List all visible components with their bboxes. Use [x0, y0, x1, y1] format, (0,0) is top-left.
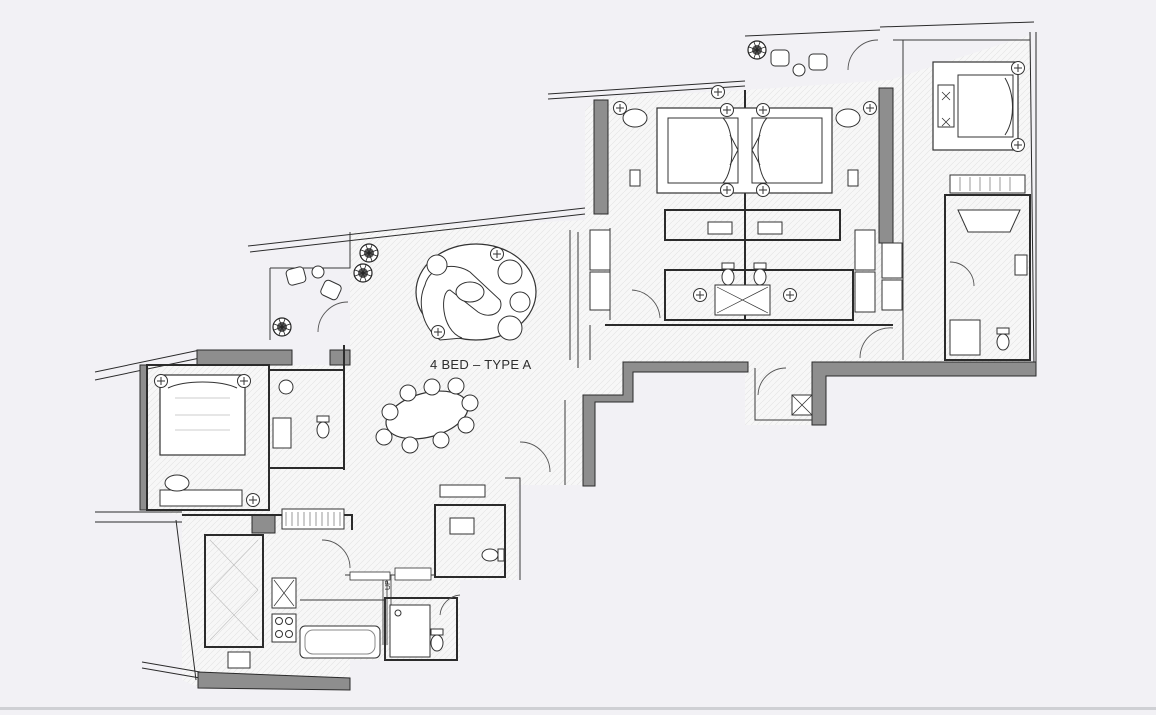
bathtub-icon — [299, 625, 381, 659]
bedroom-central — [589, 85, 903, 316]
floor-area — [147, 35, 1030, 688]
door-swings — [317, 39, 975, 616]
walls-thin — [269, 39, 1030, 660]
bottom-rule — [0, 707, 1156, 710]
plan-label: 4 BED – TYPE A — [430, 357, 532, 372]
shower-icon — [389, 604, 431, 658]
chair-icon — [164, 474, 190, 492]
stove-icon — [271, 613, 297, 643]
balcony-north — [747, 40, 828, 77]
vanity — [272, 417, 292, 449]
sofa-icon — [420, 265, 502, 341]
balcony-west — [272, 243, 379, 337]
living-area — [415, 243, 537, 341]
bedroom-west — [154, 374, 330, 507]
facade-glazing — [94, 21, 1037, 681]
kitchen — [209, 508, 381, 669]
stair-up-text: UP — [385, 580, 392, 590]
dining-table-icon — [375, 377, 479, 454]
bedroom-east — [932, 61, 1028, 356]
plant-icon — [359, 243, 379, 263]
powder-room — [389, 484, 505, 658]
stair-marks — [349, 567, 432, 645]
